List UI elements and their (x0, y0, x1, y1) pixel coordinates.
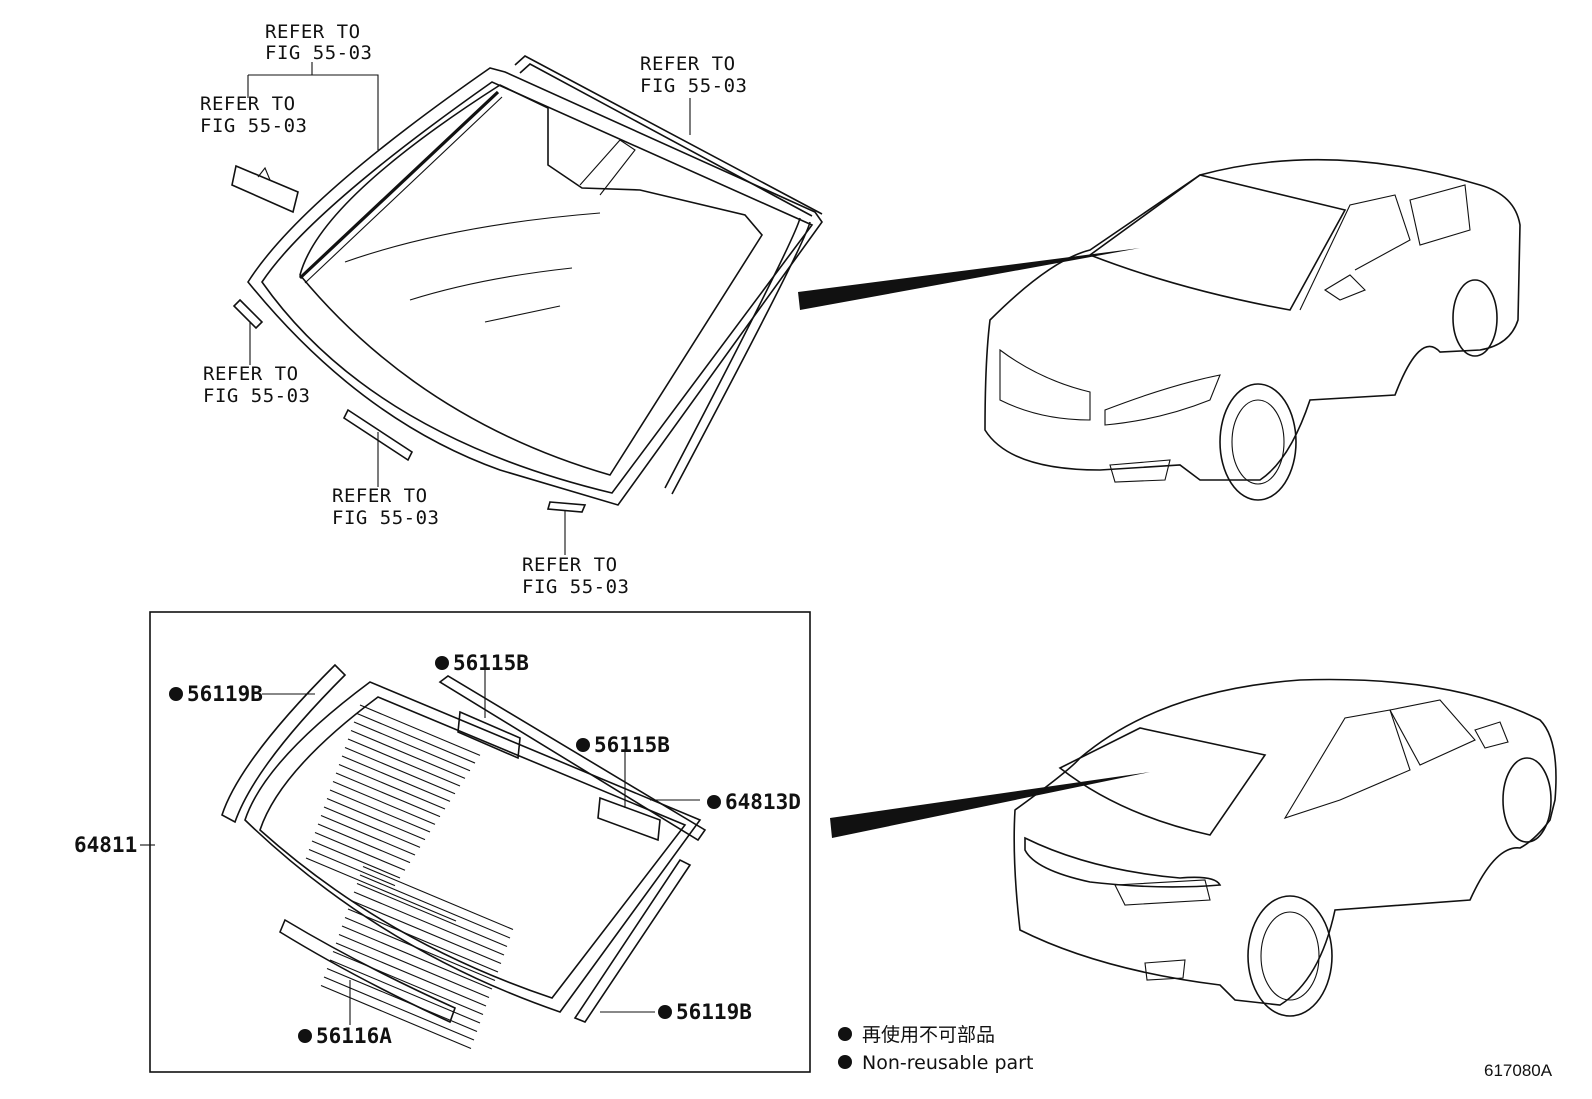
ref-label-top: REFER TO FIG 55-03 (265, 21, 372, 64)
defogger-line (320, 814, 416, 856)
part-label-56115B-top: 56115B (435, 651, 529, 675)
ref-line2: FIG 55-03 (332, 507, 439, 529)
defogger-line (347, 908, 499, 973)
ref-line1: REFER TO (640, 53, 736, 75)
pointer-wedge-rear (830, 772, 1150, 838)
defogger-line (353, 721, 471, 772)
svg-text:56115B: 56115B (594, 733, 670, 757)
defogger-line (326, 967, 478, 1033)
part-leaders (140, 670, 700, 1025)
defogger-line (341, 925, 493, 990)
legend-en: Non-reusable part (862, 1052, 1033, 1074)
defogger-line (335, 772, 441, 818)
defogger-line (326, 797, 426, 841)
back-glass-assembly (221, 663, 707, 1050)
defogger-line (338, 763, 446, 810)
defogger-line (341, 755, 451, 802)
part-label-56119B-right: 56119B (658, 1000, 752, 1024)
figure-code: 617080A (1484, 1061, 1553, 1080)
defogger-line (311, 840, 401, 879)
ref-line1: REFER TO (332, 485, 428, 507)
defogger-line (362, 865, 514, 931)
windshield-assembly (231, 55, 823, 513)
defogger-line (353, 891, 505, 956)
defogger-line (356, 882, 508, 948)
defogger-line (332, 780, 436, 825)
ref-label-right: REFER TO FIG 55-03 (640, 53, 747, 97)
ref-line2: FIG 55-03 (203, 385, 310, 407)
defogger-line (329, 789, 431, 833)
ref-line1: REFER TO (522, 554, 618, 576)
defogger-line (344, 746, 456, 795)
ref-line1: REFER TO (200, 93, 296, 115)
ref-line1: REFER TO (203, 363, 299, 385)
ref-line2: FIG 55-03 (265, 42, 372, 64)
legend: 再使用不可部品 Non-reusable part (838, 1024, 1033, 1074)
pointer-wedge-front (798, 248, 1140, 310)
svg-text:56119B: 56119B (187, 682, 263, 706)
ref-label-left: REFER TO FIG 55-03 (200, 93, 307, 137)
defogger-line (329, 959, 481, 1024)
defogger-line (338, 933, 490, 999)
rear-car-illustration (1013, 678, 1557, 1017)
front-car-illustration (984, 158, 1521, 501)
defogger-lines (305, 704, 514, 1050)
ref-line1: REFER TO (265, 21, 361, 43)
part-label-64811: 64811 (74, 833, 137, 857)
part-label-56119B-left: 56119B (169, 682, 263, 706)
defogger-line (359, 704, 481, 756)
legend-jp: 再使用不可部品 (862, 1024, 995, 1046)
ref-label-bottom-mid: REFER TO FIG 55-03 (332, 485, 439, 529)
part-label-64813D: 64813D (707, 790, 801, 814)
svg-text:64811: 64811 (74, 833, 137, 857)
defogger-line (332, 950, 484, 1016)
part-label-56116A: 56116A (298, 1024, 392, 1048)
svg-text:56115B: 56115B (453, 651, 529, 675)
ref-leaders (247, 62, 691, 555)
defogger-line (314, 831, 406, 871)
defogger-line (323, 806, 421, 848)
ref-label-bottom-right: REFER TO FIG 55-03 (522, 554, 629, 598)
part-label-56115B-mid: 56115B (576, 733, 670, 757)
defogger-line (335, 942, 487, 1007)
back-glass-frame-box (149, 611, 811, 1073)
ref-line2: FIG 55-03 (522, 576, 629, 598)
ref-line2: FIG 55-03 (200, 115, 307, 137)
ref-label-lower-left: REFER TO FIG 55-03 (203, 363, 310, 407)
svg-text:56119B: 56119B (676, 1000, 752, 1024)
defogger-line (320, 984, 472, 1050)
defogger-line (350, 729, 466, 779)
defogger-line (305, 857, 457, 922)
svg-text:64813D: 64813D (725, 790, 801, 814)
defogger-line (347, 738, 461, 787)
svg-text:56116A: 56116A (316, 1024, 392, 1048)
defogger-line (359, 874, 511, 939)
ref-line2: FIG 55-03 (640, 75, 747, 97)
defogger-line (323, 976, 475, 1041)
defogger-line (356, 712, 476, 764)
defogger-line (317, 823, 411, 864)
defogger-line (308, 848, 396, 887)
defogger-line (350, 899, 502, 965)
defogger-line (344, 916, 496, 982)
